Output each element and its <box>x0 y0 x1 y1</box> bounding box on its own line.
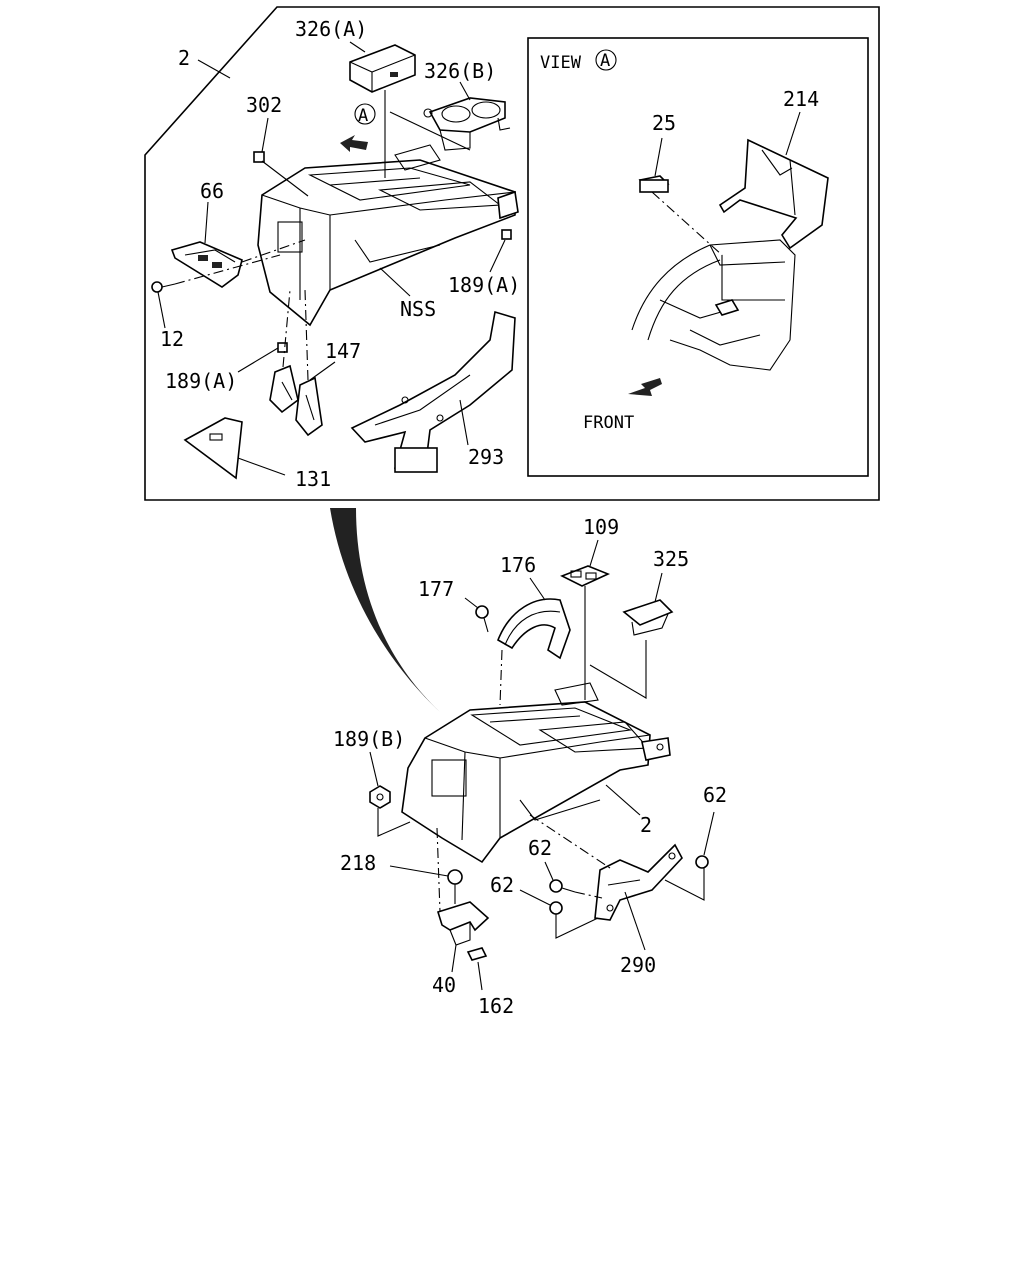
label-2-bottom: 2 <box>640 813 652 837</box>
label-66: 66 <box>200 179 224 203</box>
part-189b <box>369 751 411 837</box>
part-189a-right <box>501 229 512 240</box>
label-front: FRONT <box>583 413 634 433</box>
label-131: 131 <box>295 467 331 491</box>
part-109 <box>560 539 611 700</box>
part-326a <box>349 44 416 178</box>
label-nss: NSS <box>400 297 436 321</box>
connection-arrow <box>330 508 440 712</box>
label-162: 162 <box>478 994 514 1018</box>
label-176: 176 <box>500 553 536 577</box>
part-325 <box>589 572 674 699</box>
label-326b: 326(B) <box>424 59 496 83</box>
label-40: 40 <box>432 973 456 997</box>
part-12 <box>151 254 281 293</box>
part-177 <box>464 597 489 633</box>
label-25: 25 <box>652 111 676 135</box>
detail-frame <box>144 6 880 501</box>
label-view-a-marker: A <box>358 106 368 126</box>
part-293 <box>350 310 516 473</box>
label-62-mid: 62 <box>528 836 552 860</box>
label-302: 302 <box>246 93 282 117</box>
part-326b <box>389 97 511 151</box>
front-arrow <box>628 378 662 396</box>
part-162 <box>466 947 488 991</box>
view-a-circle <box>595 49 617 71</box>
label-12: 12 <box>160 327 184 351</box>
part-290 <box>529 814 683 951</box>
part-25 <box>638 137 723 256</box>
part-62-right <box>664 811 715 901</box>
label-147: 147 <box>325 339 361 363</box>
part-131 <box>183 417 243 480</box>
label-109: 109 <box>583 515 619 539</box>
part-62-left <box>519 889 599 939</box>
leader-2-bottom <box>605 784 641 816</box>
labels: 2 326(A) 326(B) 302 66 12 NSS 189(A) 189… <box>160 17 819 1018</box>
label-62-left: 62 <box>490 873 514 897</box>
label-189b: 189(B) <box>333 727 405 751</box>
label-218: 218 <box>340 851 376 875</box>
part-66 <box>170 239 306 288</box>
part-40 <box>436 827 490 973</box>
label-177: 177 <box>418 577 454 601</box>
part-189a-left <box>277 342 288 353</box>
part-62-mid <box>544 861 603 899</box>
leader-lines-top <box>157 41 506 476</box>
view-a-marker: A <box>340 103 376 152</box>
part-302 <box>253 151 309 197</box>
view-a-frame <box>527 37 869 477</box>
label-326a: 326(A) <box>295 17 367 41</box>
label-62-right: 62 <box>703 783 727 807</box>
label-325: 325 <box>653 547 689 571</box>
part-218 <box>389 865 463 910</box>
label-2-top: 2 <box>178 46 190 70</box>
part-176 <box>496 577 571 706</box>
part-147 <box>269 289 323 437</box>
label-view: VIEW <box>540 53 582 73</box>
label-view-a: A <box>600 51 610 71</box>
label-293: 293 <box>468 445 504 469</box>
console-upper <box>257 144 519 327</box>
label-189a-right: 189(A) <box>448 273 520 297</box>
label-214: 214 <box>783 87 819 111</box>
console-view-a <box>631 239 796 371</box>
part-214 <box>718 111 829 250</box>
label-290: 290 <box>620 953 656 977</box>
console-lower <box>401 682 671 864</box>
label-189a-left: 189(A) <box>165 369 237 393</box>
